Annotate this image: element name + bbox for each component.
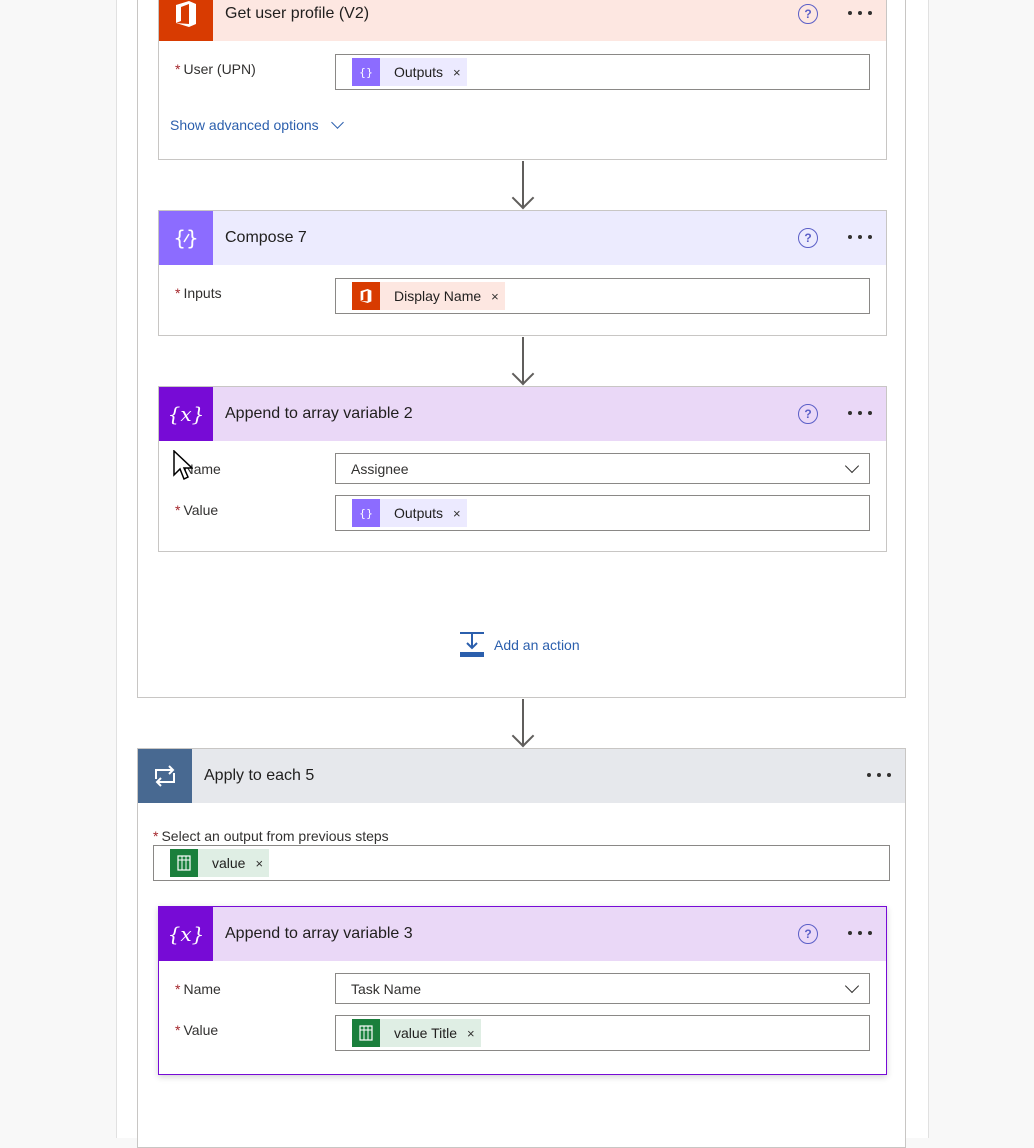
more-options-icon[interactable] xyxy=(848,235,872,239)
svg-text:{}: {} xyxy=(359,66,373,79)
more-options-icon[interactable] xyxy=(867,773,891,777)
user-upn-input[interactable]: {} Outputs × xyxy=(335,54,870,90)
remove-token-icon[interactable]: × xyxy=(491,288,499,304)
help-icon[interactable]: ? xyxy=(798,404,818,424)
name-dropdown[interactable]: Assignee xyxy=(335,453,870,484)
connector-arrow xyxy=(522,161,524,208)
compose-card[interactable]: {} Compose 7 ? *Inputs Display Name × xyxy=(158,210,887,336)
connector-arrow xyxy=(522,699,524,746)
add-action-button[interactable]: Add an action xyxy=(459,631,580,658)
select-output-label: *Select an output from previous steps xyxy=(153,828,389,844)
card-header[interactable]: {x} Append to array variable 2 ? xyxy=(159,387,886,441)
card-title: Apply to each 5 xyxy=(204,767,315,784)
more-options-icon[interactable] xyxy=(848,931,872,935)
office-icon xyxy=(159,0,213,41)
value-label: *Value xyxy=(175,1022,219,1038)
name-label: *Name xyxy=(175,981,221,997)
compose-icon: {} xyxy=(159,211,213,265)
select-output-field[interactable]: value × xyxy=(153,845,890,881)
add-action-label: Add an action xyxy=(494,636,580,653)
chevron-down-icon xyxy=(844,978,860,994)
more-options-icon[interactable] xyxy=(848,411,872,415)
value-token[interactable]: value × xyxy=(170,849,270,877)
outputs-token[interactable]: {} Outputs × xyxy=(352,499,467,527)
get-user-profile-card[interactable]: Get user profile (V2) ? *User (UPN) {} O… xyxy=(158,0,887,160)
value-label: *Value xyxy=(175,502,219,518)
variable-icon: {x} xyxy=(159,907,213,961)
loop-icon xyxy=(138,749,192,803)
compose-icon: {} xyxy=(352,58,380,86)
inputs-field[interactable]: Display Name × xyxy=(335,278,870,314)
help-icon[interactable]: ? xyxy=(798,4,818,24)
card-header[interactable]: Apply to each 5 xyxy=(138,749,905,803)
card-title: Get user profile (V2) xyxy=(225,5,370,22)
variable-icon: {x} xyxy=(159,387,213,441)
svg-text:{x}: {x} xyxy=(168,922,205,946)
card-header[interactable]: Get user profile (V2) ? xyxy=(159,0,886,41)
help-icon[interactable]: ? xyxy=(798,228,818,248)
remove-token-icon[interactable]: × xyxy=(467,1025,475,1041)
remove-token-icon[interactable]: × xyxy=(453,64,461,80)
add-action-icon xyxy=(460,632,484,657)
display-name-token[interactable]: Display Name × xyxy=(352,282,505,310)
mouse-cursor-icon xyxy=(173,450,193,481)
connector-arrow xyxy=(522,337,524,384)
name-dropdown[interactable]: Task Name xyxy=(335,973,870,1004)
compose-icon: {} xyxy=(352,499,380,527)
help-icon[interactable]: ? xyxy=(798,924,818,944)
more-options-icon[interactable] xyxy=(848,11,872,15)
value-field[interactable]: {} Outputs × xyxy=(335,495,870,531)
remove-token-icon[interactable]: × xyxy=(255,855,264,871)
remove-token-icon[interactable]: × xyxy=(453,505,461,521)
append-array-variable-3-card[interactable]: {x} Append to array variable 3 ? *Name T… xyxy=(158,906,887,1075)
card-header[interactable]: {x} Append to array variable 3 ? xyxy=(159,907,886,961)
svg-text:{}: {} xyxy=(359,507,373,520)
chevron-down-icon xyxy=(844,458,860,474)
card-title: Compose 7 xyxy=(225,229,307,246)
value-field[interactable]: value Title × xyxy=(335,1015,870,1051)
svg-text:{x}: {x} xyxy=(168,402,205,426)
append-array-variable-2-card[interactable]: {x} Append to array variable 2 ? *Name A… xyxy=(158,386,887,552)
excel-icon xyxy=(352,1019,380,1047)
office-icon xyxy=(352,282,380,310)
inputs-label: *Inputs xyxy=(175,285,222,301)
value-title-token[interactable]: value Title × xyxy=(352,1019,481,1047)
card-header[interactable]: {} Compose 7 ? xyxy=(159,211,886,265)
outputs-token[interactable]: {} Outputs × xyxy=(352,58,467,86)
name-dropdown-value: Assignee xyxy=(351,461,409,477)
chevron-down-icon xyxy=(330,116,344,129)
card-title: Append to array variable 3 xyxy=(225,925,413,942)
excel-icon xyxy=(170,849,198,877)
user-upn-label: *User (UPN) xyxy=(175,61,256,77)
name-dropdown-value: Task Name xyxy=(351,981,422,997)
show-advanced-options-link[interactable]: Show advanced options xyxy=(170,116,344,133)
card-title: Append to array variable 2 xyxy=(225,405,413,422)
